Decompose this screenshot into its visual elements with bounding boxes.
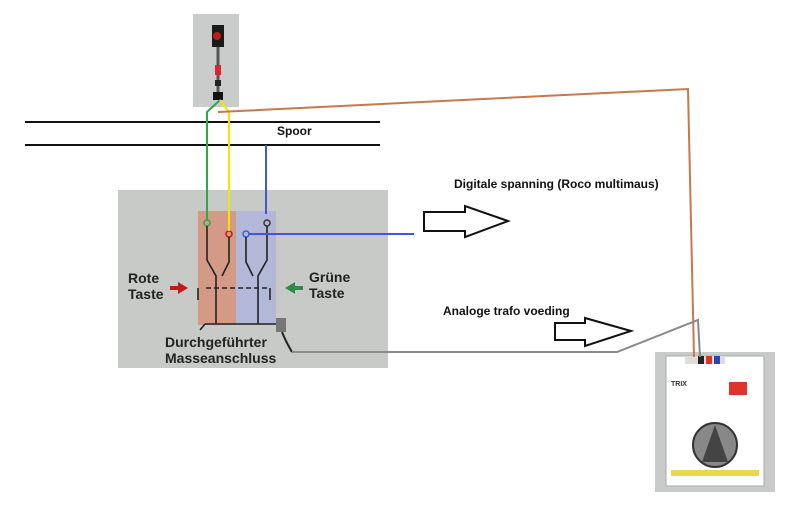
red-button-line2: Taste <box>128 286 164 302</box>
ground-line2: Masseanschluss <box>165 350 277 366</box>
ground-line1: Durchgeführter <box>165 334 267 350</box>
digital-voltage-label: Digitale spanning (Roco multimaus) <box>454 177 659 191</box>
track-rails <box>25 121 380 146</box>
green-button-label: Grüne Taste <box>309 269 350 301</box>
trix-transformer <box>655 352 775 492</box>
transformer-brand: TRIX <box>671 381 687 388</box>
analog-input-arrow <box>554 316 635 348</box>
signal-photo <box>193 14 239 107</box>
green-button-line2: Taste <box>309 285 345 301</box>
ground-label: Durchgeführter Masseanschluss <box>165 334 276 366</box>
switch-panel <box>118 190 388 368</box>
track-label: Spoor <box>277 124 312 138</box>
grey-wire <box>292 318 701 358</box>
digital-input-arrow <box>423 204 511 239</box>
analog-supply-label: Analoge trafo voeding <box>443 304 570 318</box>
green-button-line1: Grüne <box>309 269 351 285</box>
green-wire <box>206 99 221 220</box>
copper-wire <box>217 87 695 358</box>
red-button-label: Rote Taste <box>128 270 164 302</box>
wires <box>206 87 701 358</box>
red-button-line1: Rote <box>128 270 160 286</box>
